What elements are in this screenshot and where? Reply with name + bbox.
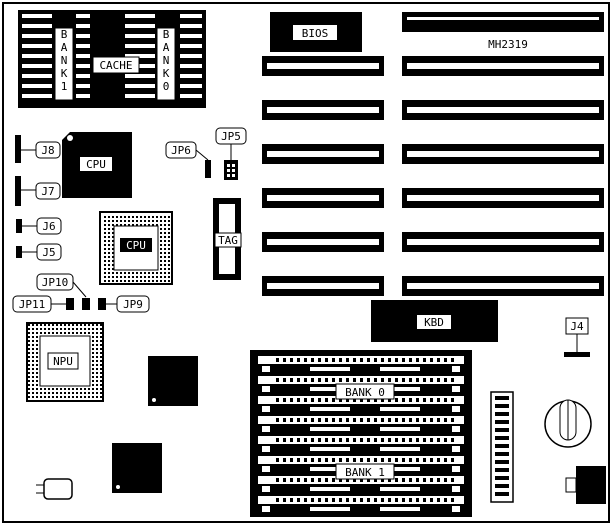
npu-socket: NPU <box>26 322 104 402</box>
jp5-header <box>224 160 238 180</box>
bank1-label-box <box>335 463 395 480</box>
kbd-label: KBD <box>424 316 444 329</box>
square-chip-1 <box>148 356 198 406</box>
j4-header <box>564 352 590 357</box>
cpu-main: CPU <box>62 132 132 198</box>
bios-label: BIOS <box>302 27 329 40</box>
bank0-label-box <box>335 383 395 400</box>
expansion-slot-left <box>262 276 384 296</box>
jp6-label: JP6 <box>171 144 191 157</box>
cpu-socket-2: CPU <box>99 211 173 285</box>
kbd-label-box <box>417 315 451 329</box>
cpu2-label: CPU <box>126 239 146 252</box>
j6-header <box>16 219 22 233</box>
square-chip-2 <box>112 443 162 493</box>
expansion-slot-left <box>262 144 384 164</box>
j5-header <box>16 246 22 258</box>
expansion-slot-right <box>402 100 604 120</box>
expansion-slot-right <box>402 232 604 252</box>
model-label: MH2319 <box>488 38 528 51</box>
memory-bank-area: BANK 0 BANK 1 <box>250 350 472 517</box>
j6-label-box <box>36 217 62 235</box>
expansion-slots <box>262 12 604 296</box>
expansion-slot-left <box>262 232 384 252</box>
bank0-label: BANK 0 <box>345 386 385 399</box>
expansion-slot-left <box>262 100 384 120</box>
cache-label: CACHE <box>99 59 132 72</box>
j7-label-box <box>35 182 61 200</box>
jp11-label: JP11 <box>19 298 46 311</box>
cache-label-box <box>92 56 140 74</box>
expansion-slot-right <box>402 12 604 32</box>
jp11-header <box>66 298 74 310</box>
tag-label: TAG <box>218 234 238 247</box>
jp9-label: JP9 <box>123 298 143 311</box>
bank1-vertical-label-box <box>54 27 74 101</box>
j7-header <box>15 176 21 206</box>
bank0-vertical-label-box <box>156 27 176 101</box>
jp9-header <box>98 298 106 310</box>
npu-label: NPU <box>53 355 73 368</box>
j8-header <box>15 135 21 163</box>
expansion-slot-right <box>402 276 604 296</box>
expansion-slot-right <box>402 188 604 208</box>
jp10-header <box>82 298 90 310</box>
expansion-slot-right <box>402 56 604 76</box>
j5-label: J5 <box>42 246 55 259</box>
j8-label: J8 <box>41 144 54 157</box>
cpu-label: CPU <box>86 158 106 171</box>
j4-label: J4 <box>570 320 584 333</box>
expansion-slot-right <box>402 144 604 164</box>
jp5-label: JP5 <box>221 130 241 143</box>
keyboard-connector <box>576 466 606 504</box>
square-chip-2-dot <box>116 485 120 489</box>
j5-label-box <box>36 243 62 261</box>
jp6-header <box>205 160 211 178</box>
square-chip-1-dot <box>152 398 156 402</box>
expansion-slot-left <box>262 188 384 208</box>
expansion-slot-left <box>262 56 384 76</box>
jp10-label: JP10 <box>42 276 69 289</box>
j8-label-box <box>35 141 61 159</box>
crystal <box>43 478 73 500</box>
bios-label-box <box>293 25 337 40</box>
j7-label: J7 <box>41 185 54 198</box>
tag-chip: TAG <box>213 198 242 280</box>
jp9-label-box <box>116 295 150 313</box>
bank1-label: BANK 1 <box>345 466 385 479</box>
j6-label: J6 <box>42 220 55 233</box>
